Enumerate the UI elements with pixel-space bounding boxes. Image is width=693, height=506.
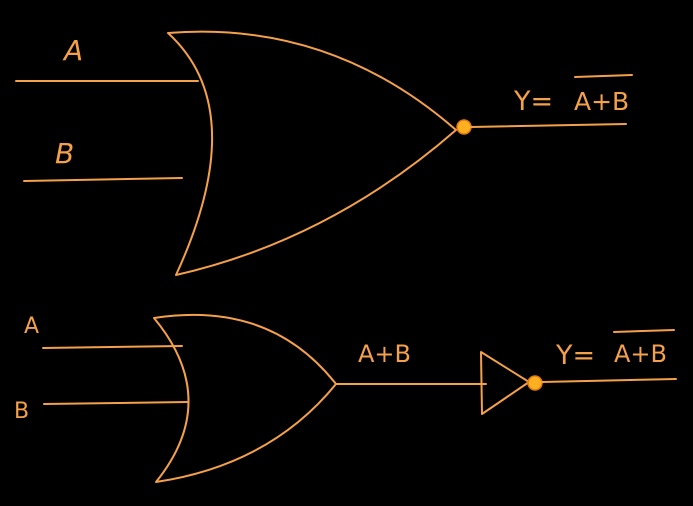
nor-input-b-label: B	[55, 137, 74, 170]
nor-output-wire	[470, 123, 627, 128]
or-input-a-label: A	[24, 314, 39, 339]
not-output-overbar	[613, 329, 675, 333]
not-output-bubble	[527, 375, 543, 391]
not-output-lhs: Y=	[555, 340, 595, 371]
or-input-b-label: B	[14, 399, 29, 424]
or-intermediate-label: A+B	[358, 340, 411, 368]
not-gate-body	[480, 351, 530, 415]
nor-output-bubble	[456, 119, 472, 135]
nor-input-a-label: A	[62, 34, 83, 67]
not-output-expression: A+B	[614, 340, 667, 368]
not-output-wire	[541, 378, 677, 383]
nor-output-expression: A+B	[574, 87, 629, 116]
nor-input-b-wire	[23, 177, 183, 182]
nor-output-lhs: Y=	[513, 86, 553, 117]
nor-gate-diagram: A B Y= A+B	[15, 30, 633, 276]
or-gate-body	[153, 313, 337, 483]
or-input-b-wire	[43, 401, 189, 405]
nor-output-overbar	[574, 74, 633, 78]
or-input-a-wire	[42, 345, 183, 349]
nor-gate-body	[167, 30, 457, 276]
or-not-diagram: A B A+B Y= A+B	[14, 313, 677, 483]
